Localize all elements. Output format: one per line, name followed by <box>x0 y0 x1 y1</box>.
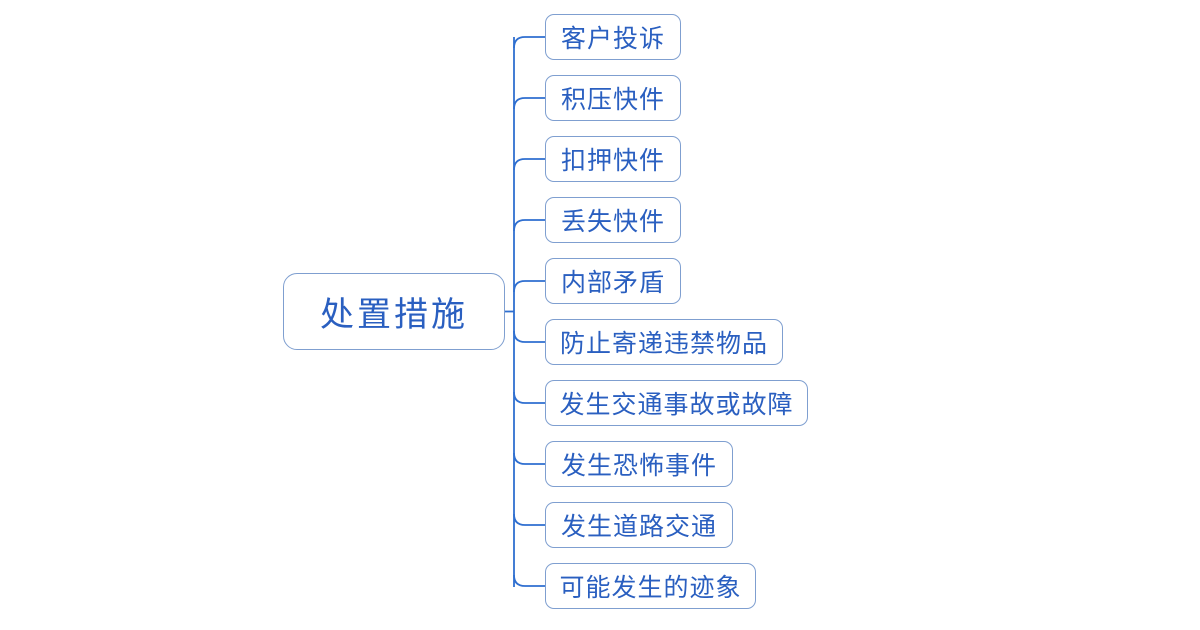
child-node[interactable]: 发生道路交通 <box>545 502 733 548</box>
child-node-label: 扣押快件 <box>560 146 665 175</box>
branch-connector <box>513 574 545 587</box>
branch-connector <box>513 97 545 110</box>
child-node-label: 客户投诉 <box>560 24 665 53</box>
branch-connector <box>513 330 545 343</box>
child-node-label: 发生恐怖事件 <box>560 451 717 480</box>
branch-connector <box>513 158 545 171</box>
root-node[interactable]: 处置措施 <box>283 273 505 350</box>
child-node-label: 发生道路交通 <box>560 512 717 541</box>
branch-connector <box>513 513 545 526</box>
child-node[interactable]: 丢失快件 <box>545 197 681 243</box>
child-node[interactable]: 可能发生的迹象 <box>545 563 756 609</box>
child-node-label: 积压快件 <box>560 85 665 114</box>
branch-connector <box>513 452 545 465</box>
child-node[interactable]: 内部矛盾 <box>545 258 681 304</box>
child-node[interactable]: 发生恐怖事件 <box>545 441 733 487</box>
child-node[interactable]: 发生交通事故或故障 <box>545 380 808 426</box>
child-node[interactable]: 积压快件 <box>545 75 681 121</box>
child-node-label: 内部矛盾 <box>560 268 665 297</box>
branch-connector <box>513 219 545 232</box>
child-node-label: 丢失快件 <box>560 207 665 236</box>
branch-connector <box>513 36 545 49</box>
child-node-label: 防止寄递违禁物品 <box>559 329 768 358</box>
child-node-label: 可能发生的迹象 <box>559 573 742 602</box>
child-node[interactable]: 扣押快件 <box>545 136 681 182</box>
child-node[interactable]: 客户投诉 <box>545 14 681 60</box>
child-node[interactable]: 防止寄递违禁物品 <box>545 319 783 365</box>
branch-connector <box>513 280 545 293</box>
child-node-label: 发生交通事故或故障 <box>559 390 794 419</box>
root-node-label: 处置措施 <box>320 295 468 335</box>
branch-connector <box>513 391 545 404</box>
